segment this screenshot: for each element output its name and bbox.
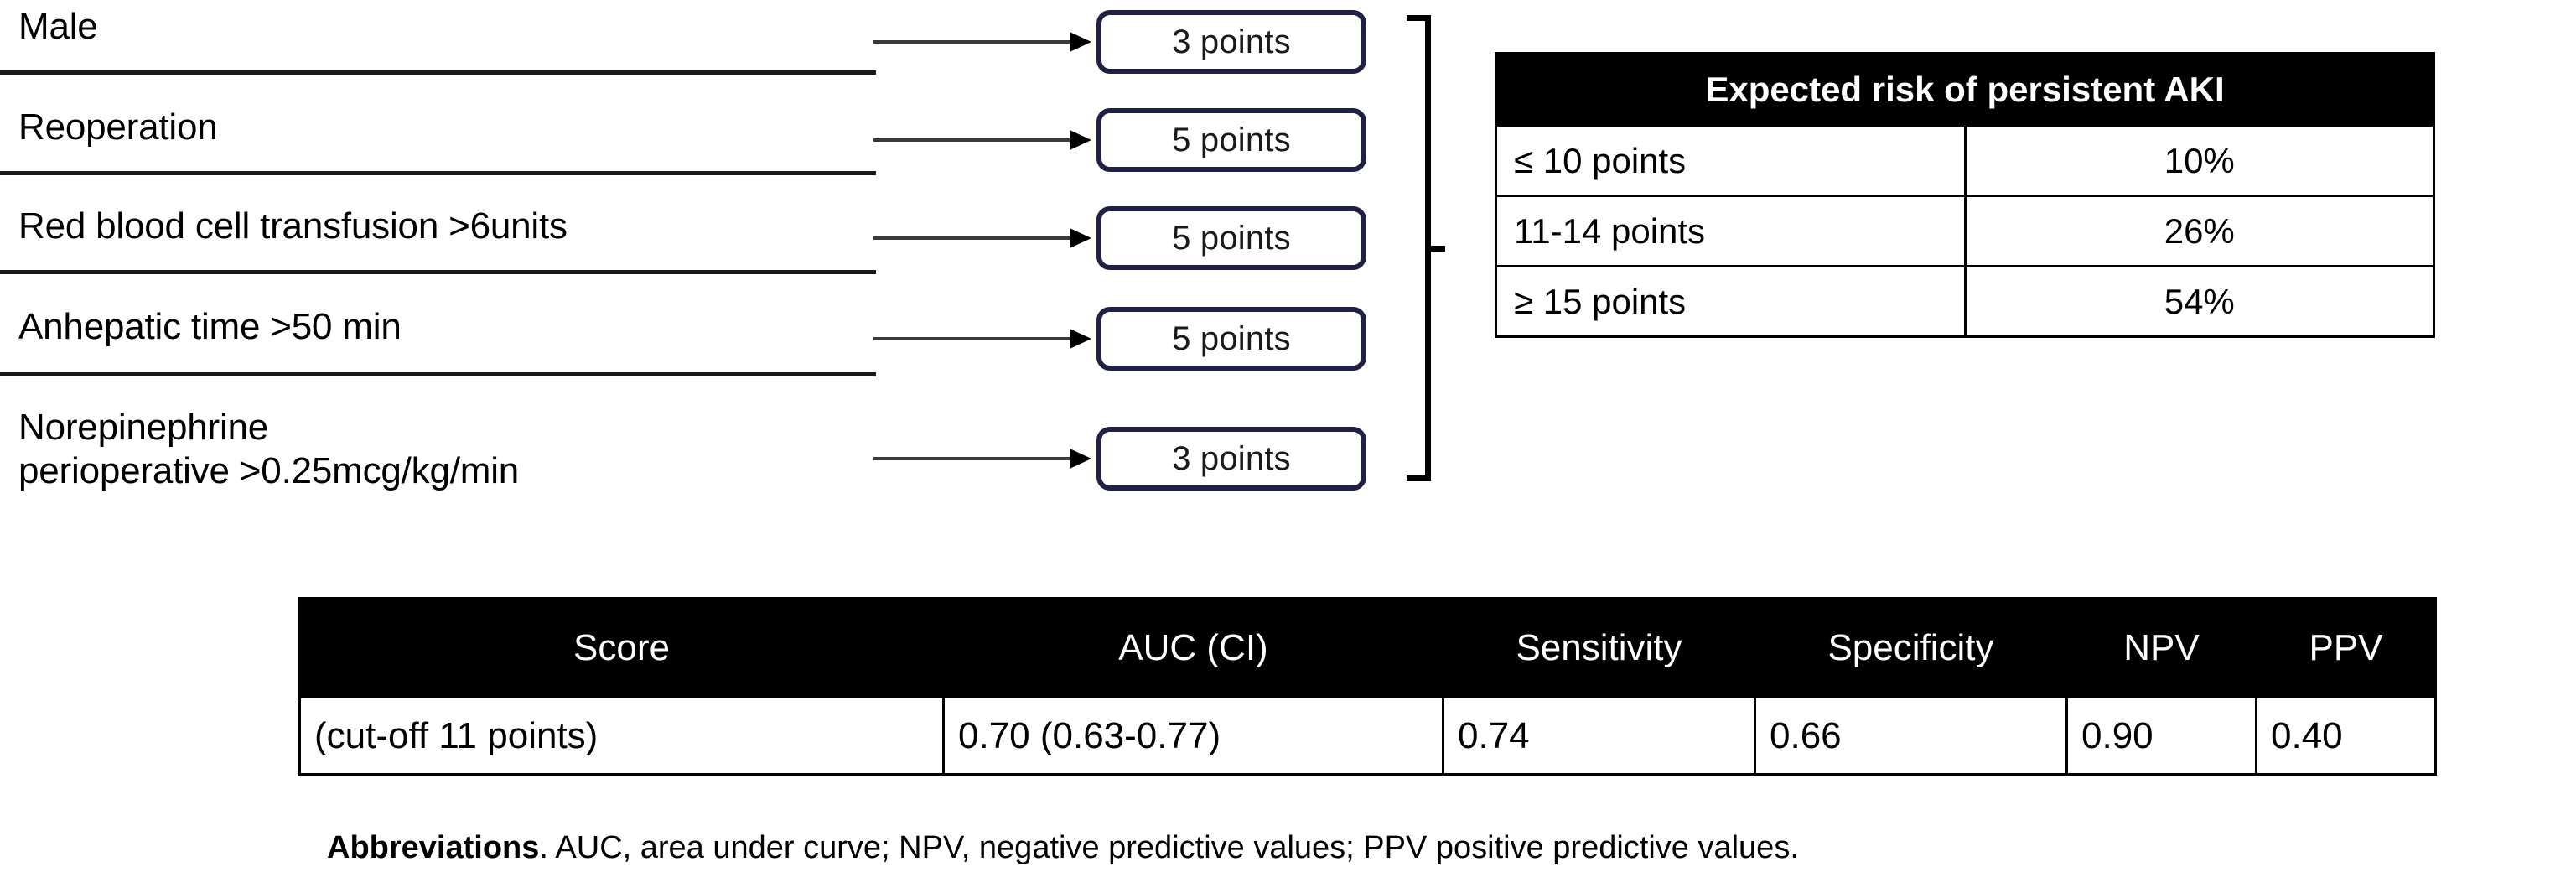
arrow-to-points-5	[873, 449, 1091, 469]
metrics-cell-score: (cut-off 11 points)	[298, 696, 945, 776]
table-row: (cut-off 11 points) 0.70 (0.63-0.77) 0.7…	[298, 696, 2437, 776]
point-box-label: 5 points	[1172, 121, 1291, 158]
risk-range-cell: ≥ 15 points	[1495, 265, 1967, 338]
point-box-label: 3 points	[1172, 439, 1291, 477]
arrow-line	[873, 138, 1070, 142]
table-row: ≥ 15 points 54%	[1495, 265, 2435, 338]
arrow-line	[873, 236, 1070, 240]
arrow-to-points-2	[873, 130, 1091, 150]
metrics-cell-sensitivity: 0.74	[1442, 696, 1756, 776]
metrics-header-score: Score	[298, 597, 945, 698]
abbreviations-footnote: Abbreviations. AUC, area under curve; NP…	[327, 828, 2506, 867]
metrics-cell-ppv: 0.40	[2255, 696, 2437, 776]
risk-factor-row-reoperation: Reoperation	[0, 106, 876, 149]
risk-factor-row-norepinephrine: Norepinephrine perioperative >0.25mcg/kg…	[0, 406, 876, 493]
footnote-bold-label: Abbreviations	[327, 830, 540, 865]
point-box-label: 3 points	[1172, 23, 1291, 60]
factor-divider	[0, 372, 876, 376]
point-box-2: 5 points	[1096, 108, 1366, 172]
point-box-4: 5 points	[1096, 307, 1366, 371]
risk-factor-label: Red blood cell transfusion >6units	[18, 205, 568, 247]
arrow-head-icon	[1070, 449, 1091, 469]
arrow-head-icon	[1070, 329, 1091, 349]
risk-table-header-row: Expected risk of persistent AKI	[1495, 52, 2435, 127]
point-box-label: 5 points	[1172, 319, 1291, 357]
metrics-cell-specificity: 0.66	[1754, 696, 2068, 776]
point-box-3: 5 points	[1096, 206, 1366, 270]
point-box-1: 3 points	[1096, 10, 1366, 74]
risk-factor-row-anhepatic-time: Anhepatic time >50 min	[0, 305, 876, 349]
risk-factor-label: Reoperation	[18, 106, 218, 148]
risk-factor-row-rbc-transfusion: Red blood cell transfusion >6units	[0, 205, 876, 248]
risk-factor-label: Anhepatic time >50 min	[18, 306, 402, 347]
performance-metrics-table: Score AUC (CI) Sensitivity Specificity N…	[298, 597, 2437, 776]
risk-factor-row-male: Male	[0, 5, 876, 49]
metrics-header-ppv: PPV	[2255, 597, 2437, 698]
table-row: 11-14 points 26%	[1495, 195, 2435, 267]
arrow-to-points-4	[873, 329, 1091, 349]
metrics-cell-npv: 0.90	[2065, 696, 2257, 776]
brace-arm-bottom	[1407, 475, 1431, 481]
risk-range-cell: ≤ 10 points	[1495, 124, 1967, 197]
arrow-to-points-1	[873, 32, 1091, 52]
arrow-to-points-3	[873, 228, 1091, 248]
arrow-line	[873, 457, 1070, 460]
scoring-diagram: Male Reoperation Red blood cell transfus…	[0, 0, 2435, 537]
risk-range-cell: 11-14 points	[1495, 195, 1967, 267]
arrow-head-icon	[1070, 32, 1091, 52]
metrics-header-specificity: Specificity	[1754, 597, 2068, 698]
risk-value-cell: 54%	[1963, 265, 2435, 338]
factor-divider	[0, 70, 876, 75]
point-box-5: 3 points	[1096, 427, 1366, 491]
arrow-head-icon	[1070, 228, 1091, 248]
risk-table-title: Expected risk of persistent AKI	[1495, 52, 2435, 127]
table-row: ≤ 10 points 10%	[1495, 124, 2435, 197]
footnote-text: . AUC, area under curve; NPV, negative p…	[539, 830, 1799, 865]
factor-divider	[0, 171, 876, 175]
expected-risk-table: Expected risk of persistent AKI ≤ 10 poi…	[1495, 52, 2435, 338]
risk-value-cell: 10%	[1963, 124, 2435, 197]
metrics-header-row: Score AUC (CI) Sensitivity Specificity N…	[298, 597, 2437, 698]
brace-arm-top	[1407, 15, 1431, 21]
risk-value-cell: 26%	[1963, 195, 2435, 267]
brace-pointer	[1425, 246, 1445, 252]
grouping-brace-icon	[1407, 15, 1445, 481]
risk-factor-label: Norepinephrine perioperative >0.25mcg/kg…	[18, 407, 520, 491]
arrow-line	[873, 337, 1070, 340]
arrow-line	[873, 40, 1070, 44]
metrics-header-sensitivity: Sensitivity	[1442, 597, 1756, 698]
metrics-header-auc: AUC (CI)	[942, 597, 1444, 698]
risk-factor-label: Male	[18, 6, 98, 47]
point-box-label: 5 points	[1172, 219, 1291, 257]
risk-factor-list: Male Reoperation Red blood cell transfus…	[0, 0, 876, 537]
metrics-header-npv: NPV	[2065, 597, 2257, 698]
metrics-cell-auc: 0.70 (0.63-0.77)	[942, 696, 1444, 776]
arrow-head-icon	[1070, 130, 1091, 150]
factor-divider	[0, 270, 876, 274]
